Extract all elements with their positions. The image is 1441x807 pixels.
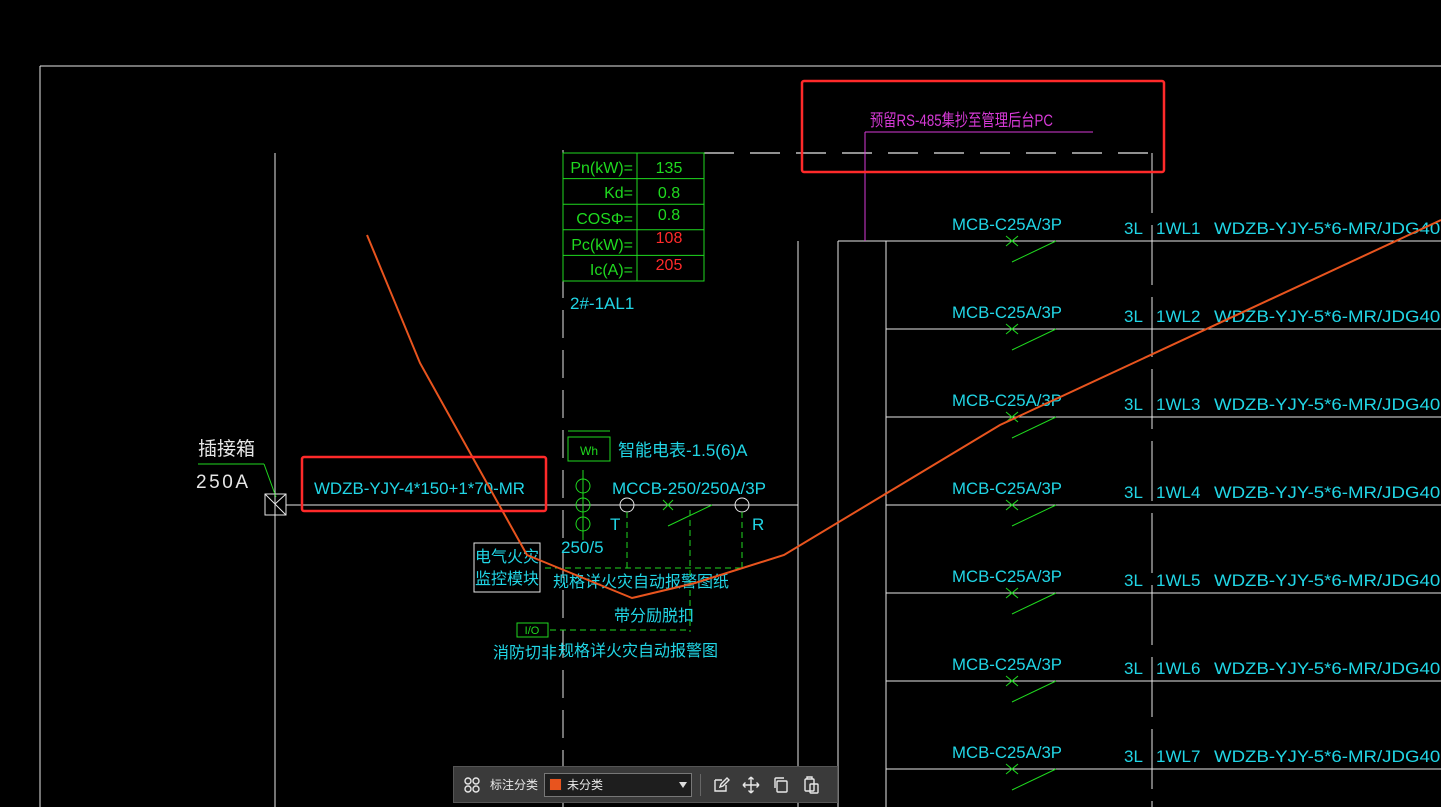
socket-leader-d: [263, 463, 277, 498]
rs485-note: 预留RS-485集抄至管理后台PC: [870, 111, 1053, 130]
edit-icon[interactable]: [709, 773, 733, 797]
circuit-phase: 3L: [1124, 483, 1143, 502]
circuit-breaker-label: MCB-C25A/3P: [952, 567, 1062, 586]
meter-label: 智能电表-1.5(6)A: [618, 441, 748, 460]
breaker-mark-r: R: [752, 515, 764, 534]
fire-module-line2: 监控模块: [475, 570, 539, 588]
copy-icon[interactable]: [769, 773, 793, 797]
category-color-swatch: [549, 778, 563, 791]
chevron-down-icon: [679, 781, 688, 788]
circuit-id: 1WL4: [1156, 483, 1200, 502]
circuit-cable: WDZB-YJY-5*6-MR/JDG40-W: [1214, 747, 1441, 766]
annotation-toolbar: 标注分类 未分类: [453, 766, 838, 803]
circuit-phase: 3L: [1124, 219, 1143, 238]
table-label-kd: Kd=: [604, 185, 633, 202]
circuit-breaker-label: MCB-C25A/3P: [952, 479, 1062, 498]
circuit-cable: WDZB-YJY-5*6-MR/JDG40-W: [1214, 219, 1441, 238]
circuit-breaker-label: MCB-C25A/3P: [952, 215, 1062, 234]
fire-note-2: 规格详火灾自动报警图: [558, 642, 718, 660]
circuit-phase: 3L: [1124, 571, 1143, 590]
circuit-phase: 3L: [1124, 307, 1143, 326]
io-label: 消防切非: [493, 644, 557, 662]
main-breaker-symbol: [619, 497, 750, 527]
circuit-cable: WDZB-YJY-5*6-MR/JDG40-W: [1214, 395, 1441, 414]
circuit-phase: 3L: [1124, 747, 1143, 766]
category-dropdown[interactable]: 未分类: [544, 772, 693, 797]
circuit-row-6[interactable]: MCB-C25A/3P 3L 1WL6 WDZB-YJY-5*6-MR/JDG4…: [886, 655, 1441, 703]
table-label-pn: Pn(kW)=: [570, 160, 633, 177]
circuit-phase: 3L: [1124, 659, 1143, 678]
paste-icon[interactable]: [799, 773, 823, 797]
category-selected-value: 未分类: [567, 778, 604, 792]
circuit-row-2[interactable]: MCB-C25A/3P 3L 1WL2 WDZB-YJY-5*6-MR/JDG4…: [886, 303, 1441, 351]
breaker-mark-t: T: [610, 515, 620, 534]
circuit-id: 1WL6: [1156, 659, 1200, 678]
ct-ratio: 250/5: [561, 538, 604, 557]
move-icon[interactable]: [739, 773, 763, 797]
circuit-cable: WDZB-YJY-5*6-MR/JDG40-W: [1214, 483, 1441, 502]
meter-symbol-text: Wh: [580, 444, 598, 458]
markup-rect-rs485-note[interactable]: [800, 79, 1166, 174]
toolbar-divider: [700, 773, 702, 796]
circuit-cable: WDZB-YJY-5*6-MR/JDG40-W: [1214, 659, 1441, 678]
circuit-phase: 3L: [1124, 395, 1143, 414]
circuit-breaker-label: MCB-C25A/3P: [952, 655, 1062, 674]
incoming-cable-label: WDZB-YJY-4*150+1*70-MR: [314, 479, 525, 498]
fire-note-1: 规格详火灾自动报警图纸: [553, 573, 729, 591]
circuit-row-7[interactable]: MCB-C25A/3P 3L 1WL7 WDZB-YJY-5*6-MR/JDG4…: [886, 743, 1441, 791]
circuit-id: 1WL3: [1156, 395, 1200, 414]
circuit-row-5[interactable]: MCB-C25A/3P 3L 1WL5 WDZB-YJY-5*6-MR/JDG4…: [886, 567, 1441, 615]
load-summary-table: Pn(kW)= 135 Kd= 0.8 COSΦ= 0.8 Pc(kW)= 10…: [562, 152, 705, 282]
circuit-row-3[interactable]: MCB-C25A/3P 3L 1WL3 WDZB-YJY-5*6-MR/JDG4…: [886, 391, 1441, 439]
socket-box-label: 插接箱: [198, 438, 255, 460]
circuit-id: 1WL2: [1156, 307, 1200, 326]
table-value-pn: 135: [656, 160, 683, 177]
circuit-breaker-label: MCB-C25A/3P: [952, 391, 1062, 410]
grid-icon[interactable]: [460, 773, 484, 797]
table-value-cos: 0.8: [658, 207, 680, 224]
circuit-breaker-label: MCB-C25A/3P: [952, 303, 1062, 322]
io-box-text: I/O: [525, 625, 540, 637]
table-label-pc: Pc(kW)=: [571, 237, 633, 254]
category-label: 标注分类: [490, 778, 539, 792]
circuit-id: 1WL1: [1156, 219, 1200, 238]
table-value-kd: 0.8: [658, 185, 680, 202]
shunt-note: 带分励脱扣: [614, 607, 694, 625]
table-label-ic: Ic(A)=: [590, 262, 633, 279]
meter-symbol: Wh: [567, 430, 611, 462]
panel-name: 2#-1AL1: [570, 294, 634, 313]
breaker-dashed-links: [545, 510, 743, 632]
table-value-pc: 108: [656, 230, 683, 247]
circuit-id: 1WL7: [1156, 747, 1200, 766]
fire-module-line1: 电气火灾: [475, 548, 539, 566]
circuit-cable: WDZB-YJY-5*6-MR/JDG40-W: [1214, 571, 1441, 590]
markup-rect-incoming-cable[interactable]: [300, 455, 548, 513]
io-box: [516, 622, 549, 638]
circuit-id: 1WL5: [1156, 571, 1200, 590]
table-value-ic: 205: [656, 257, 683, 274]
socket-box-rating: 250A: [196, 472, 248, 493]
markup-polyline[interactable]: [366, 219, 1441, 600]
socket-box-symbol: [264, 493, 287, 516]
circuit-row-4[interactable]: MCB-C25A/3P 3L 1WL4 WDZB-YJY-5*6-MR/JDG4…: [886, 479, 1441, 527]
circuit-breaker-label: MCB-C25A/3P: [952, 743, 1062, 762]
circuit-row-1[interactable]: MCB-C25A/3P 3L 1WL1 WDZB-YJY-5*6-MR/JDG4…: [886, 215, 1441, 263]
circuit-cable: WDZB-YJY-5*6-MR/JDG40-W: [1214, 307, 1441, 326]
table-label-cos: COSΦ=: [576, 211, 633, 228]
main-breaker-label: MCCB-250/250A/3P: [612, 479, 766, 498]
fire-module-box: [473, 542, 541, 593]
ct-symbol: [575, 470, 591, 540]
